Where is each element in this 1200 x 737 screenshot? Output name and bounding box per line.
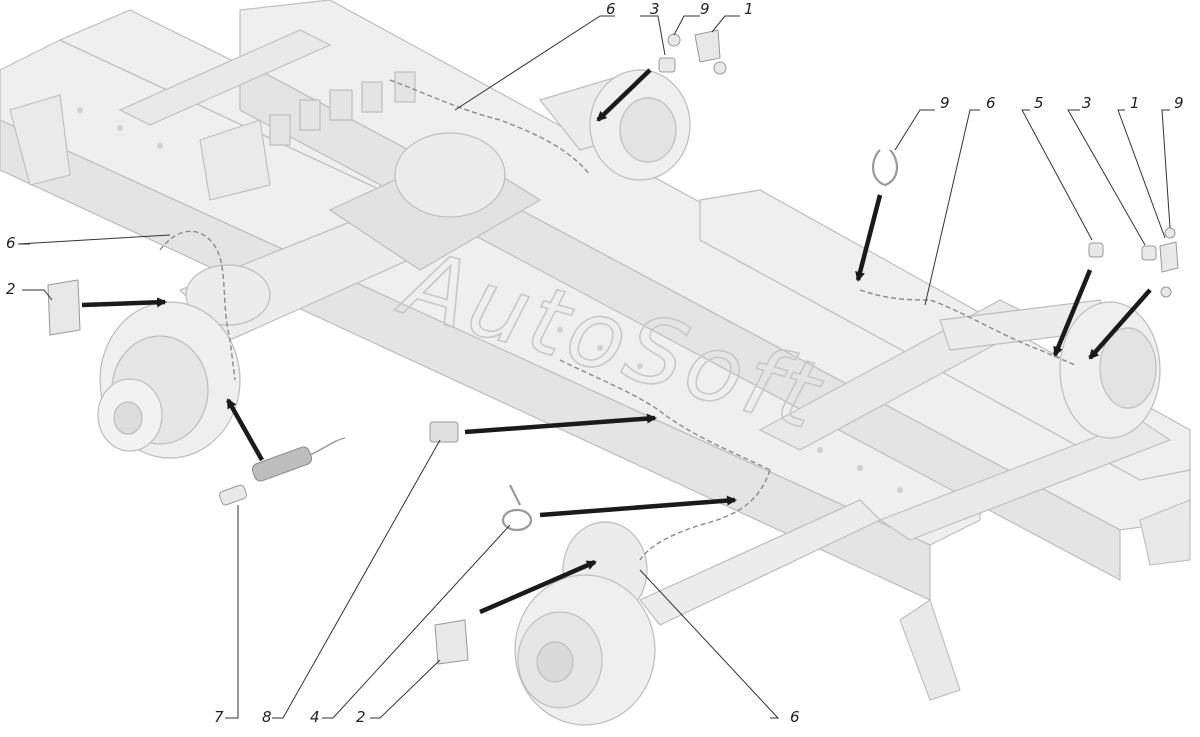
arrow-4-to-harness	[539, 495, 737, 518]
abs-wiring	[159, 79, 1076, 561]
callout-3-top: 3	[650, 0, 660, 18]
callout-8-bottom: 8	[262, 708, 272, 726]
arrow-8-to-harness	[464, 413, 657, 435]
callout-9-mid: 9	[940, 94, 950, 112]
part-1-right	[1159, 241, 1179, 273]
part-7-sleeve	[219, 484, 247, 506]
part-9-top	[667, 33, 727, 75]
callouts: 3 9 1 6 9 6 5 3 1 9 6 2 7 8 4 2 6	[6, 0, 1184, 726]
front-axle-right	[939, 299, 1161, 439]
valve-block	[269, 71, 416, 146]
part-9-clamp-mid	[872, 149, 898, 187]
part-3-top	[658, 57, 676, 73]
arrow-5-to-front-hub	[1052, 269, 1093, 357]
callout-4-bottom: 4	[310, 708, 320, 726]
abs-sensor	[251, 446, 313, 482]
arrow-sensor-to-drum	[226, 398, 264, 462]
callout-6-mid: 6	[986, 94, 996, 112]
callout-2-left: 2	[6, 280, 16, 298]
part-2-left	[47, 279, 81, 336]
callout-1-right: 1	[1130, 94, 1140, 112]
part-2-bottom	[434, 619, 469, 665]
front-axle-bottom	[514, 499, 882, 726]
arrow-top-to-right-hub	[596, 68, 652, 122]
callout-3-right: 3	[1082, 94, 1092, 112]
callout-5-right: 5	[1034, 94, 1044, 112]
arrow-clamp-to-harness	[855, 194, 883, 282]
callout-6-bottom: 6	[790, 708, 800, 726]
part-1-top	[694, 29, 721, 63]
rear-axle-left	[178, 132, 542, 341]
part-3-right	[1141, 245, 1157, 261]
arrow-9-to-front-hub	[1088, 288, 1152, 360]
part-4-clamp	[501, 484, 533, 532]
brake-drum-left	[97, 301, 241, 459]
part-5-right	[1088, 242, 1104, 258]
arrow-2-bottom	[479, 559, 597, 615]
callout-6-left: 6	[6, 234, 16, 252]
callout-9-top: 9	[700, 0, 710, 18]
part-8-connector	[429, 421, 459, 443]
callout-9-right: 9	[1174, 94, 1184, 112]
frame-bracket-left	[9, 94, 271, 201]
pointer-arrows	[81, 68, 1152, 615]
callout-6-top: 6	[606, 0, 616, 18]
callout-7-bottom: 7	[214, 708, 224, 726]
leader-lines	[17, 15, 1171, 719]
callout-1-top: 1	[744, 0, 754, 18]
arrow-2-left	[81, 297, 167, 308]
callout-2-bottom: 2	[356, 708, 366, 726]
abs-sensor-cable	[309, 437, 346, 456]
